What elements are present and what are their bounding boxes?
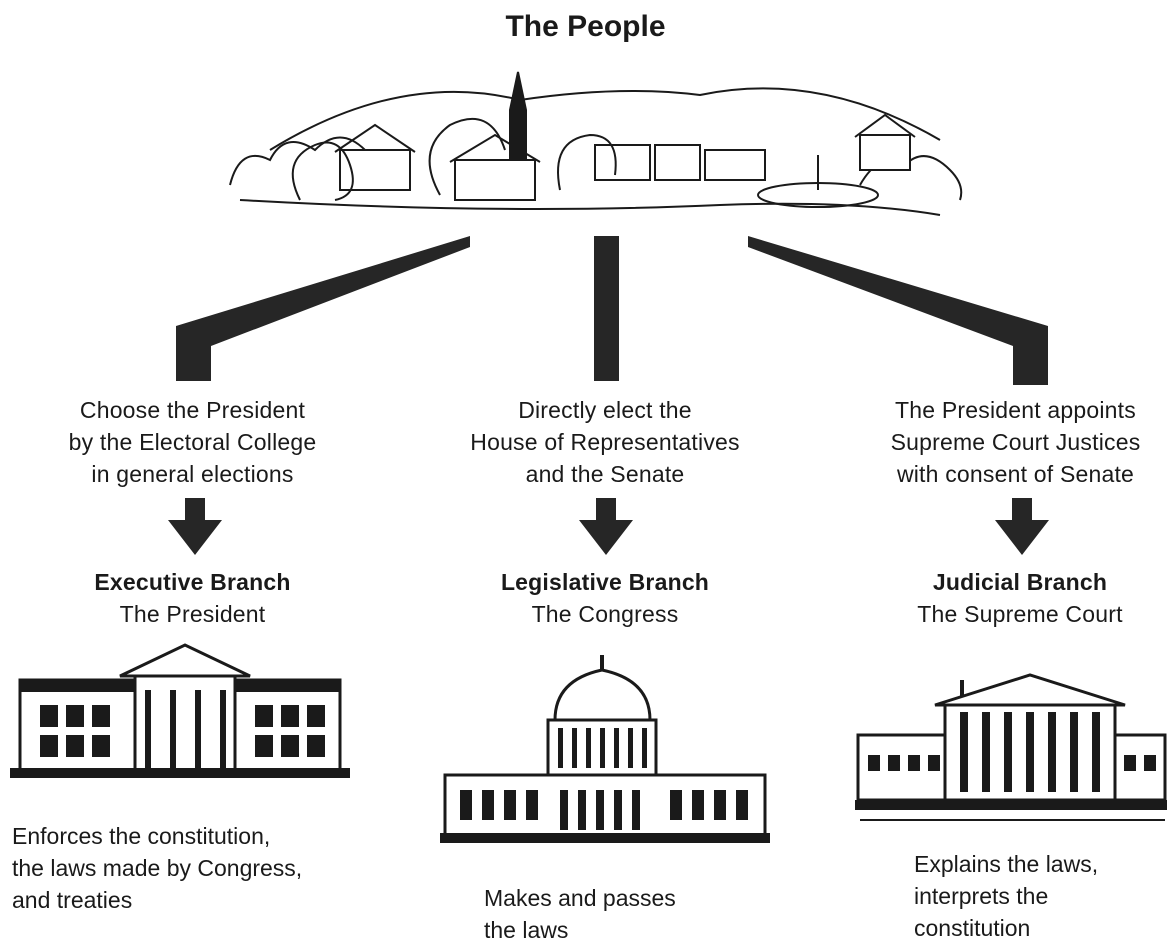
branch-name: Judicial Branch <box>932 569 1108 595</box>
legislative-selection-text: Directly elect the House of Representati… <box>470 397 740 487</box>
arrow-down-icon <box>579 498 633 555</box>
executive-role-text: Enforces the constitution, the laws made… <box>12 823 303 913</box>
executive-branch-label: Executive Branch The President <box>0 566 385 630</box>
branch-name: Legislative Branch <box>500 569 710 595</box>
arrow-down-icon <box>995 498 1049 555</box>
connector-right <box>748 236 1048 385</box>
white-house-icon <box>10 643 350 778</box>
branch-body: The Supreme Court <box>917 601 1123 627</box>
branch-body: The President <box>119 601 266 627</box>
branch-body: The Congress <box>531 601 679 627</box>
branch-name: Executive Branch <box>94 569 291 595</box>
executive-selection-text: Choose the President by the Electoral Co… <box>68 397 317 487</box>
judicial-branch-label: Judicial Branch The Supreme Court <box>880 566 1160 630</box>
connector-middle <box>594 236 619 381</box>
connector-left <box>176 236 470 381</box>
page-title: The People <box>505 10 666 43</box>
town-icon <box>229 71 963 216</box>
supreme-court-icon <box>855 673 1167 821</box>
capitol-icon <box>440 655 770 843</box>
arrows <box>168 498 1049 555</box>
arrow-down-icon <box>168 498 222 555</box>
legislative-branch-label: Legislative Branch The Congress <box>410 566 800 630</box>
legislative-role-text: Makes and passes the laws <box>484 885 676 943</box>
connector-bars <box>176 236 1048 385</box>
judicial-selection-text: The President appoints Supreme Court Jus… <box>890 397 1141 487</box>
judicial-role-text: Explains the laws, interprets the consti… <box>914 851 1099 941</box>
